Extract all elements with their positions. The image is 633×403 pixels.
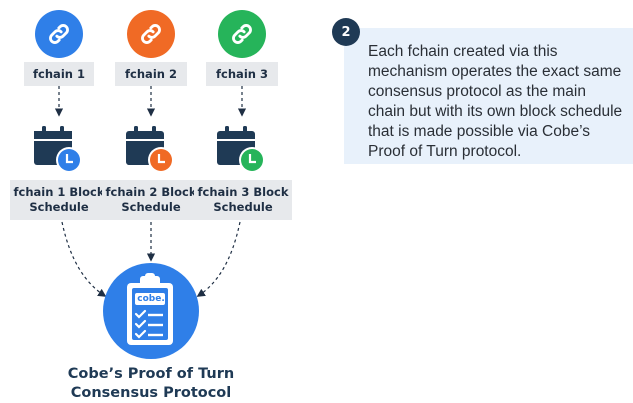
fchain-3-block-schedule-label: fchain 3 Block Schedule	[194, 180, 292, 220]
fchain-2-label: fchain 2	[115, 62, 187, 86]
consensus-title-line-1: Cobe’s Proof of Turn	[67, 366, 235, 382]
block-schedule-1-calendar-icon	[32, 123, 84, 175]
consensus-title: Cobe’s Proof of Turn Consensus Protocol	[60, 365, 242, 403]
fchain-3-link-circle	[218, 10, 266, 58]
info-description: Each fchain created via this mechanism o…	[368, 43, 623, 160]
cobe-logo-text: cobe.	[137, 294, 165, 304]
connector-schedule1-to-consensus	[61, 221, 107, 297]
fchain-1-link-circle	[35, 10, 83, 58]
fchain-2-link-circle	[127, 10, 175, 58]
link-icon	[49, 24, 69, 44]
info-panel	[344, 28, 633, 164]
fchain-2-block-schedule-label: fchain 2 Block Schedule	[102, 180, 200, 220]
consensus-title-line-2: Consensus Protocol	[70, 385, 232, 401]
clipboard-checklist-icon	[127, 273, 173, 345]
fchain-3-label: fchain 3	[206, 62, 278, 86]
link-icon	[232, 24, 252, 44]
consensus-circle: cobe.	[103, 263, 199, 359]
block-schedule-3-calendar-icon	[215, 123, 267, 175]
fchain-1-block-schedule-label: fchain 1 Block Schedule	[10, 180, 108, 220]
step-badge: 2	[332, 18, 360, 46]
connector-schedule3-to-consensus	[196, 221, 241, 297]
block-schedule-2-calendar-icon	[124, 123, 176, 175]
link-icon	[141, 24, 161, 44]
fchain-1-label: fchain 1	[24, 62, 94, 86]
